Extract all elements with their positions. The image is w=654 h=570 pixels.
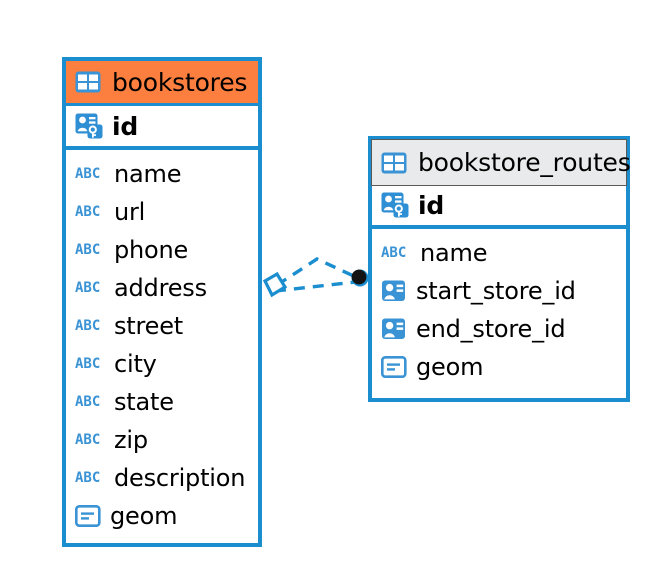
geometry-icon: [381, 356, 407, 378]
field-list-bookstore-routes: ABC name start_store_id: [372, 229, 626, 390]
field-label: description: [114, 464, 246, 492]
primary-key-row-bookstores[interactable]: id: [66, 106, 258, 150]
abc-text-icon: ABC: [75, 356, 101, 372]
abc-text-icon: ABC: [75, 432, 101, 448]
abc-text-icon: ABC: [75, 204, 101, 220]
primary-key-row-bookstore-routes[interactable]: id: [372, 185, 626, 229]
field-label: geom: [416, 353, 484, 381]
field-row[interactable]: ABC city: [66, 345, 258, 383]
entity-bookstores[interactable]: bookstores id ABC: [62, 57, 262, 547]
field-label: city: [114, 350, 157, 378]
field-label: zip: [114, 426, 148, 454]
foreign-key-icon: [381, 317, 407, 341]
field-row[interactable]: ABC zip: [66, 421, 258, 459]
table-icon: [75, 71, 101, 93]
entity-header-bookstore-routes[interactable]: bookstore_routes: [371, 139, 631, 186]
abc-text-icon: ABC: [75, 166, 101, 182]
field-row[interactable]: ABC url: [66, 193, 258, 231]
foreign-key-icon: [381, 279, 407, 303]
field-label: name: [420, 239, 488, 267]
entity-bookstore-routes[interactable]: bookstore_routes id ABC: [368, 136, 631, 402]
primary-key-icon: [381, 192, 409, 218]
relationship-line-upper: [276, 257, 359, 287]
field-row[interactable]: ABC description: [66, 459, 258, 497]
field-label: start_store_id: [416, 277, 576, 305]
field-label: street: [114, 312, 183, 340]
field-label: end_store_id: [416, 315, 566, 343]
field-label: url: [114, 198, 146, 226]
filled-circle-marker: [351, 269, 369, 287]
geometry-icon: [75, 505, 101, 527]
field-row[interactable]: geom: [66, 497, 258, 535]
primary-key-label: id: [112, 111, 139, 141]
abc-text-icon: ABC: [381, 245, 407, 261]
primary-key-icon: [75, 113, 103, 139]
field-label: address: [114, 274, 207, 302]
primary-key-label: id: [418, 190, 445, 220]
relationship-line-lower: [274, 280, 357, 293]
field-row[interactable]: end_store_id: [372, 310, 626, 348]
field-row[interactable]: ABC name: [66, 155, 258, 193]
entity-header-bookstores[interactable]: bookstores: [66, 61, 258, 106]
field-list-bookstores: ABC name ABC url ABC phone ABC address A…: [66, 150, 258, 539]
table-icon: [381, 152, 407, 174]
field-row[interactable]: ABC street: [66, 307, 258, 345]
field-row[interactable]: geom: [372, 348, 626, 386]
relationship-connector[interactable]: [255, 245, 380, 315]
field-row[interactable]: ABC phone: [66, 231, 258, 269]
field-row[interactable]: ABC address: [66, 269, 258, 307]
field-label: name: [114, 160, 182, 188]
field-row[interactable]: start_store_id: [372, 272, 626, 310]
field-label: phone: [114, 236, 189, 264]
abc-text-icon: ABC: [75, 280, 101, 296]
entity-title: bookstore_routes: [418, 148, 631, 177]
diamond-marker: [262, 271, 288, 298]
field-row[interactable]: ABC state: [66, 383, 258, 421]
abc-text-icon: ABC: [75, 470, 101, 486]
field-row[interactable]: ABC name: [372, 234, 626, 272]
abc-text-icon: ABC: [75, 394, 101, 410]
entity-title: bookstores: [112, 67, 248, 97]
abc-text-icon: ABC: [75, 242, 101, 258]
field-label: state: [114, 388, 174, 416]
abc-text-icon: ABC: [75, 318, 101, 334]
field-label: geom: [110, 502, 178, 530]
